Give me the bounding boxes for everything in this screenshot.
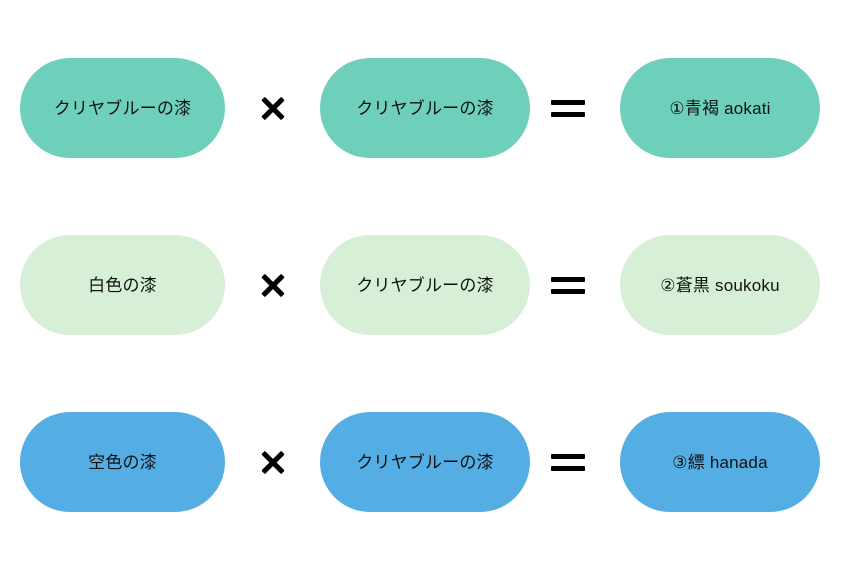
ingredient-a-pill[interactable]: 白色の漆 [20,235,225,335]
ingredient-b-pill[interactable]: クリヤブルーの漆 [320,58,530,158]
recipe-row: 白色の漆 クリヤブルーの漆 ②蒼黒 soukoku [0,235,848,335]
multiply-glyph [260,95,286,121]
equals-glyph [551,99,585,117]
ingredient-a-pill[interactable]: クリヤブルーの漆 [20,58,225,158]
multiply-glyph [260,449,286,475]
equals-icon [538,235,598,335]
multiply-icon [243,412,303,512]
result-pill[interactable]: ②蒼黒 soukoku [620,235,820,335]
equals-icon [538,412,598,512]
equals-glyph [551,453,585,471]
equals-glyph [551,276,585,294]
recipe-row: 空色の漆 クリヤブルーの漆 ③縹 hanada [0,412,848,512]
multiply-icon [243,58,303,158]
ingredient-b-pill[interactable]: クリヤブルーの漆 [320,412,530,512]
ingredient-a-pill[interactable]: 空色の漆 [20,412,225,512]
recipe-row: クリヤブルーの漆 クリヤブルーの漆 ①青褐 aokati [0,58,848,158]
multiply-icon [243,235,303,335]
equals-icon [538,58,598,158]
result-pill[interactable]: ③縹 hanada [620,412,820,512]
result-pill[interactable]: ①青褐 aokati [620,58,820,158]
multiply-glyph [260,272,286,298]
ingredient-b-pill[interactable]: クリヤブルーの漆 [320,235,530,335]
